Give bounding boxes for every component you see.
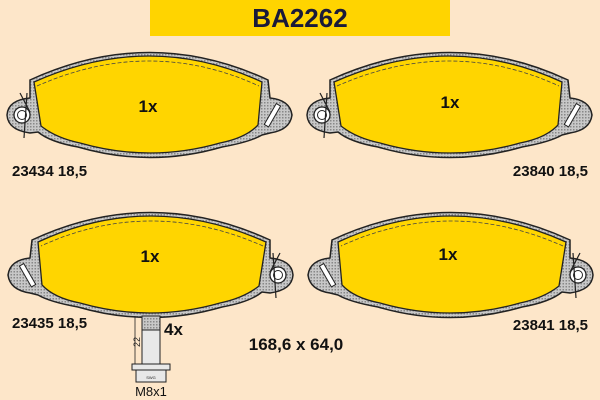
pad-1-label: 23434 18,5	[12, 163, 87, 180]
bolt-head-mark: SWG	[146, 375, 156, 380]
pad-4-quantity: 1x	[439, 245, 458, 264]
bolt-quantity: 4x	[164, 320, 183, 339]
bolt-length: 22	[132, 337, 142, 347]
pad-1-quantity: 1x	[139, 97, 158, 116]
pad-3-label: 23435 18,5	[12, 315, 87, 332]
pad-3-quantity: 1x	[141, 247, 160, 266]
part-number-title: BA2262	[252, 3, 347, 33]
pad-4-label: 23841 18,5	[513, 317, 588, 334]
bolt-drawing: 22 SWG	[131, 315, 171, 383]
bolt-thread: M8x1	[135, 384, 167, 399]
pad-dimensions: 168,6 x 64,0	[249, 335, 344, 354]
header-band	[150, 0, 450, 36]
pad-2-label: 23840 18,5	[513, 163, 588, 180]
pad-2-quantity: 1x	[441, 93, 460, 112]
